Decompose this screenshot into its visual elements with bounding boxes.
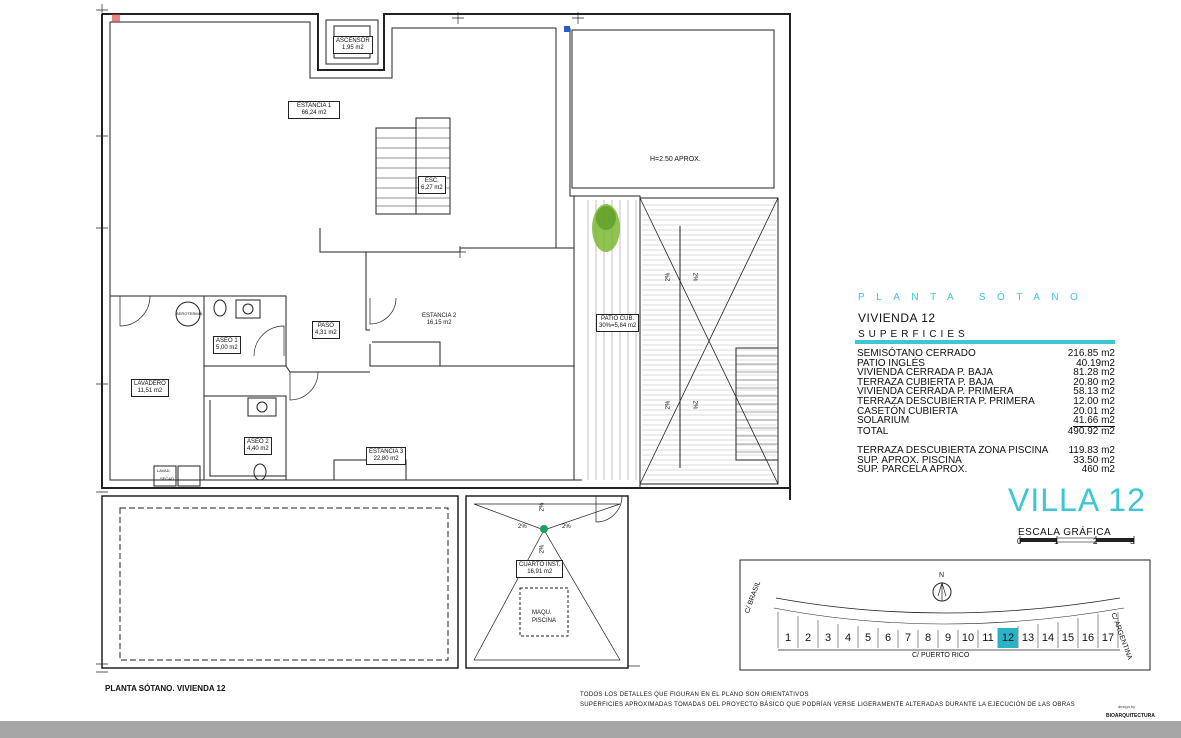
room-cuarto-instalaciones: CUARTO INST. 16,91 m2	[516, 560, 564, 578]
planta-title: PLANTA SÓTANO	[858, 292, 1090, 303]
villa-number: 16	[1081, 632, 1095, 644]
room-estancia-1: ESTANCIA 1 66,24 m2	[288, 101, 341, 119]
maq-label-2: PISCINA	[532, 618, 557, 624]
villa-number-highlighted: 12	[1001, 632, 1015, 644]
design-by-label: design by	[1118, 704, 1136, 709]
villa-number: 3	[824, 632, 832, 644]
room-lavadero: LAVADERO 11,51 m2	[131, 379, 169, 397]
aerotermia-label: AEROTERMIA	[176, 311, 203, 316]
villa-number: 11	[982, 632, 994, 644]
villa-number: 7	[904, 632, 912, 644]
villa-number: 6	[884, 632, 892, 644]
room-estancia-3: ESTANCIA 3 22,80 m2	[366, 447, 407, 465]
room-ascensor: ASCENSOR 1,95 m2	[333, 36, 373, 54]
scale-tick: 2	[1093, 537, 1098, 546]
villa-title: VILLA 12	[1008, 482, 1146, 518]
maq-label-1: MAQU.	[532, 610, 552, 616]
villa-number: 15	[1061, 632, 1075, 644]
slope-label: 2%	[539, 544, 546, 554]
lavad-label: LAVAD.	[157, 468, 171, 473]
villa-number: 9	[944, 632, 952, 644]
room-escalera: ESC. 6,27 m2	[418, 176, 446, 194]
slope-label: 2%	[691, 400, 698, 410]
villa-number: 14	[1041, 632, 1055, 644]
slope-label: 2%	[562, 524, 571, 530]
villa-number: 1	[784, 632, 792, 644]
secad-label: SECAD.	[160, 476, 175, 481]
scale-tick: 3	[1130, 537, 1135, 546]
scale-tick: 0	[1017, 537, 1022, 546]
villa-12-highlight	[998, 628, 1018, 648]
villa-number: 2	[804, 632, 812, 644]
slope-label: 2%	[665, 400, 672, 410]
room-aseo-1: ASEO 1 5,00 m2	[213, 336, 241, 354]
slope-label: 2%	[665, 272, 672, 282]
slope-label: 2%	[518, 524, 527, 530]
room-estancia-2: ESTANCIA 2 16,15 m2	[420, 312, 459, 328]
villa-number: 13	[1021, 632, 1035, 644]
surface-row: SUP. PARCELA APROX.460 m2	[857, 464, 1115, 476]
height-note: H=2.50 APROX.	[650, 156, 701, 163]
room-paso: PASO 4,31 m2	[312, 321, 340, 339]
villa-number: 8	[924, 632, 932, 644]
scale-tick: 1	[1054, 537, 1059, 546]
drain-icon	[540, 525, 548, 533]
slope-label: 2%	[539, 502, 546, 512]
villa-number: 4	[844, 632, 852, 644]
superficies-title: SUPERFICIES	[858, 329, 969, 340]
footer-bar	[0, 721, 1181, 738]
villa-number: 10	[961, 632, 975, 644]
scale-label: ESCALA GRÁFICA	[1018, 527, 1112, 538]
street-puerto-rico: C/ PUERTO RICO	[912, 652, 970, 659]
room-aseo-2: ASEO 2 4,40 m2	[244, 437, 272, 455]
slope-label: 2%	[691, 272, 698, 282]
villa-number: 5	[864, 632, 872, 644]
room-patio-cubierto: PATIO CUB. 30%=5,84 m2	[596, 314, 640, 332]
vivienda-title: VIVIENDA 12	[858, 311, 936, 325]
plan-title: PLANTA SÓTANO. VIVIENDA 12	[105, 684, 226, 693]
disclaimer-line-2: SUPERFICIES APROXIMADAS TOMADAS DEL PROY…	[580, 702, 1075, 708]
north-label: N	[939, 572, 945, 579]
disclaimer-line-1: TODOS LOS DETALLES QUE FIGURAN EN EL PLA…	[580, 692, 809, 698]
studio-logo: BIOARQUITECTURA	[1106, 713, 1155, 719]
superficies-underline	[855, 340, 1115, 344]
villa-number: 17	[1101, 632, 1115, 644]
